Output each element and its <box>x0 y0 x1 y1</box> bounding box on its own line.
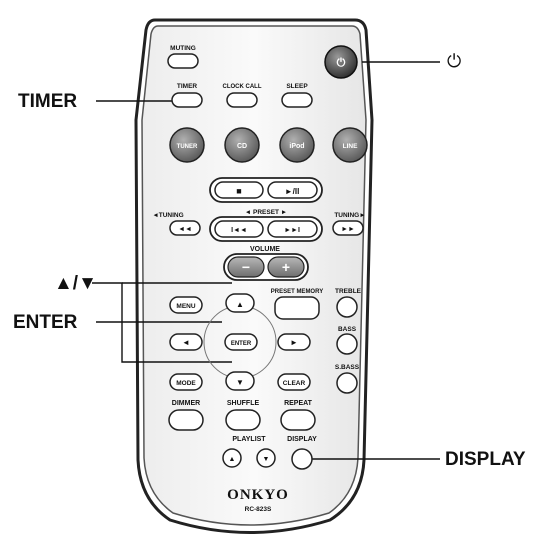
tuning-left-label: ◄TUNING <box>152 212 183 219</box>
repeat-label: REPEAT <box>284 400 313 407</box>
enter-button[interactable] <box>224 333 258 351</box>
callout-lines <box>92 61 440 460</box>
fast-forward-button[interactable] <box>332 220 364 236</box>
next-button[interactable] <box>267 220 318 238</box>
sleep-label: SLEEP <box>286 83 308 90</box>
right-icon: ► <box>290 338 298 347</box>
rewind-icon: ◄◄ <box>178 226 192 233</box>
mode-label: MODE <box>176 380 196 387</box>
sleep-button[interactable] <box>281 92 313 108</box>
prev-icon: I◄◄ <box>231 227 247 234</box>
preset-memory-button[interactable] <box>274 296 320 320</box>
volume-down-button[interactable] <box>227 256 265 278</box>
brand-logo: ONKYO <box>227 487 289 503</box>
down-button[interactable] <box>225 371 255 391</box>
display-button[interactable] <box>291 448 313 470</box>
right-button[interactable] <box>277 333 311 351</box>
display-callout: DISPLAY <box>445 449 526 470</box>
ipod-label: iPod <box>289 143 304 150</box>
arrows-callout: ▲/▼ <box>54 273 97 294</box>
stop-icon: ■ <box>236 186 241 196</box>
prev-button[interactable] <box>214 220 264 238</box>
tuner-label: TUNER <box>177 144 198 150</box>
preset-label: ◄ PRESET ► <box>245 209 288 216</box>
rewind-button[interactable] <box>169 220 201 236</box>
timer-callout: TIMER <box>18 91 78 112</box>
playlist-label: PLAYLIST <box>232 436 266 443</box>
power-callout: ⏻ <box>447 51 462 71</box>
volume-up-button[interactable] <box>267 256 305 278</box>
shuffle-label: SHUFFLE <box>227 400 260 407</box>
play-pause-icon: ►/II <box>285 187 300 196</box>
repeat-button[interactable] <box>280 409 316 431</box>
playlist-up-icon: ▲ <box>229 456 236 463</box>
cd-button[interactable] <box>224 127 260 163</box>
shuffle-button[interactable] <box>225 409 261 431</box>
cd-label: CD <box>237 143 247 150</box>
up-button[interactable] <box>225 293 255 313</box>
playlist-down-icon: ▼ <box>263 456 270 463</box>
left-button[interactable] <box>169 333 203 351</box>
volume-down-icon: − <box>242 259 250 275</box>
muting-button[interactable] <box>167 53 199 69</box>
play-pause-button[interactable] <box>267 181 318 199</box>
mode-button[interactable] <box>169 373 203 391</box>
bass-label: BASS <box>338 326 357 333</box>
playlist-up-button[interactable] <box>222 448 242 468</box>
clock-call-label: CLOCK CALL <box>223 84 262 90</box>
line-label: LINE <box>343 143 358 150</box>
dimmer-button[interactable] <box>168 409 204 431</box>
sbass-label: S.BASS <box>335 364 360 371</box>
left-icon: ◄ <box>182 338 190 347</box>
timer-label: TIMER <box>177 83 198 90</box>
dimmer-label: DIMMER <box>172 400 200 407</box>
volume-label: VOLUME <box>250 246 280 253</box>
stop-button[interactable] <box>214 181 264 199</box>
clock-call-button[interactable] <box>226 92 258 108</box>
menu-button[interactable] <box>169 296 203 314</box>
timer-button[interactable] <box>171 92 203 108</box>
ipod-button[interactable] <box>279 127 315 163</box>
enter-callout: ENTER <box>13 312 78 333</box>
muting-label: MUTING <box>170 45 196 52</box>
preset-memory-label: PRESET MEMORY <box>271 289 323 295</box>
fast-forward-icon: ►► <box>341 226 355 233</box>
enter-label: ENTER <box>231 341 252 347</box>
playlist-down-button[interactable] <box>256 448 276 468</box>
display-label: DISPLAY <box>287 436 317 443</box>
tuner-button[interactable] <box>169 127 205 163</box>
up-icon: ▲ <box>236 300 244 309</box>
clear-label: CLEAR <box>283 380 306 387</box>
line-button[interactable] <box>332 127 368 163</box>
clear-button[interactable] <box>277 373 311 391</box>
remote-body-outline <box>134 18 374 534</box>
sbass-button[interactable] <box>336 372 358 394</box>
down-icon: ▼ <box>236 378 244 387</box>
next-icon: ►►I <box>284 227 300 234</box>
tuning-right-label: TUNING► <box>334 212 365 219</box>
treble-label: TREBLE <box>335 288 362 295</box>
treble-button[interactable] <box>336 296 358 318</box>
volume-up-icon: + <box>282 259 290 275</box>
power-icon: ⏻ <box>337 56 346 69</box>
power-button[interactable] <box>324 45 358 79</box>
bass-button[interactable] <box>336 333 358 355</box>
model-number: RC-823S <box>245 506 272 513</box>
menu-label: MENU <box>176 303 195 310</box>
